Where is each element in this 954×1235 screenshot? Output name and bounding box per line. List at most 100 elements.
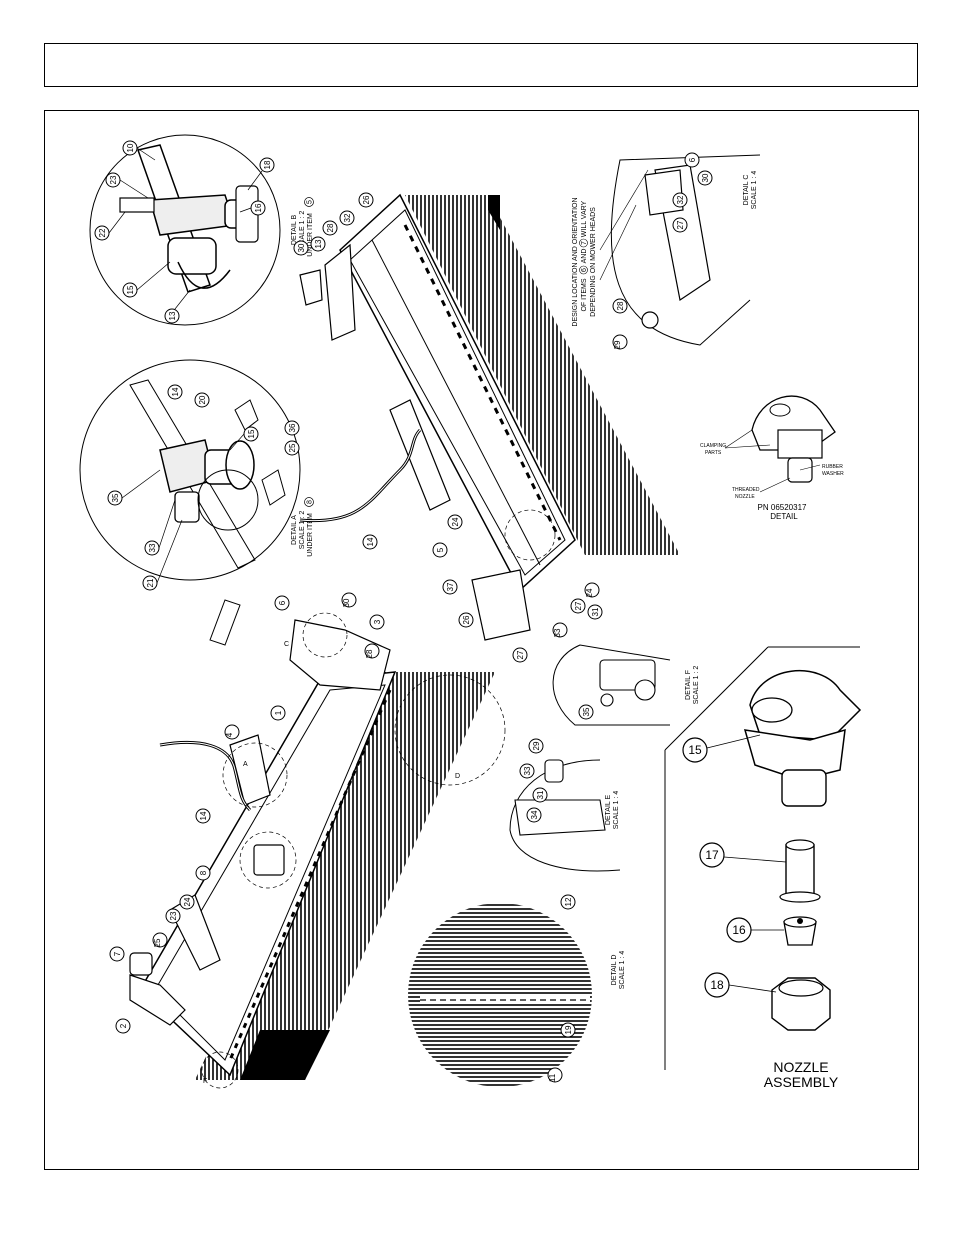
balloon-11: 11 bbox=[548, 1073, 557, 1082]
balloon-14: 14 bbox=[366, 537, 375, 546]
balloon-27: 27 bbox=[516, 650, 525, 659]
pn-number: PN 06520317 bbox=[758, 503, 807, 512]
pn-detail: CLAMPING PARTS RUBBER WASHER THREADED NO… bbox=[700, 395, 844, 521]
balloon-28: 28 bbox=[365, 649, 374, 658]
pn-label-nozzle: NOZZLE bbox=[735, 494, 755, 500]
balloon-7: 7 bbox=[113, 951, 122, 956]
detail-a-scale: SCALE 1 : 2 bbox=[299, 511, 306, 550]
lower-assembly-balloons: 6 30 3 28 1 4 14 8 7 23 25 24 2 bbox=[109, 592, 385, 1034]
design-note-item-7: 7 bbox=[581, 241, 588, 245]
balloon-1: 1 bbox=[274, 710, 283, 715]
upper-brush-assembly: 30 13 28 32 26 24 5 14 37 26 27 33 31 27… bbox=[293, 192, 680, 663]
detail-f-scale: SCALE 1 : 2 bbox=[693, 666, 700, 705]
balloon-17: 17 bbox=[705, 848, 719, 862]
upper-assembly-balloons: 30 13 28 32 26 24 5 14 37 26 27 33 31 27… bbox=[293, 192, 603, 663]
detail-a-item: 8 bbox=[307, 500, 314, 504]
detail-b-balloons: 10 23 22 16 18 15 13 bbox=[94, 140, 275, 324]
detail-a: 14 20 15 36 25 35 33 21 DETAIL A SCALE 1… bbox=[79, 359, 314, 646]
balloon-22: 22 bbox=[98, 228, 107, 237]
balloon-28: 28 bbox=[326, 223, 335, 232]
balloon-32: 32 bbox=[343, 213, 352, 222]
detail-b: 10 23 22 16 18 15 13 DETAIL B SCALE 1 : … bbox=[89, 134, 314, 326]
pn-label-clamping: CLAMPING bbox=[700, 443, 726, 449]
balloon-25: 25 bbox=[153, 938, 162, 947]
design-note-line-3: DEPENDING ON MOWER HEADS bbox=[590, 207, 597, 317]
balloon-13: 13 bbox=[168, 311, 177, 320]
balloon-32: 32 bbox=[676, 195, 685, 204]
design-note-line-2a: OF ITEMS bbox=[581, 278, 588, 311]
detail-b-scale: SCALE 1 : 2 bbox=[299, 211, 306, 250]
detail-letter-a: A bbox=[243, 761, 248, 768]
balloon-15: 15 bbox=[247, 429, 256, 438]
balloon-37: 37 bbox=[446, 582, 455, 591]
detail-letter-d: D bbox=[455, 773, 460, 780]
balloon-35: 35 bbox=[111, 493, 120, 502]
balloon-5: 5 bbox=[436, 547, 445, 552]
balloon-25: 25 bbox=[288, 443, 297, 452]
balloon-24: 24 bbox=[451, 517, 460, 526]
balloon-4: 4 bbox=[225, 732, 234, 737]
detail-letter-c: C bbox=[284, 641, 289, 648]
detail-b-title: DETAIL B bbox=[291, 214, 298, 245]
design-note: DESIGN LOCATION AND ORIENTATION OF ITEMS… bbox=[572, 197, 597, 326]
detail-e-balloons: 29 33 31 34 bbox=[519, 738, 548, 823]
balloon-33: 33 bbox=[523, 766, 532, 775]
balloon-20: 20 bbox=[198, 395, 207, 404]
detail-c-scale: SCALE 1 : 4 bbox=[751, 171, 758, 210]
detail-d: 12 19 11 DETAIL D SCALE 1 : 4 bbox=[408, 894, 626, 1087]
balloon-33: 33 bbox=[553, 628, 562, 637]
nozzle-assembly-title-line-1: NOZZLE bbox=[773, 1059, 828, 1075]
balloon-27b: 27 bbox=[574, 601, 583, 610]
balloon-34: 34 bbox=[530, 810, 539, 819]
detail-d-title: DETAIL D bbox=[611, 955, 618, 986]
balloon-14: 14 bbox=[171, 387, 180, 396]
pn-label-parts: PARTS bbox=[705, 450, 722, 456]
pn-detail-label: DETAIL bbox=[770, 512, 798, 521]
balloon-30: 30 bbox=[297, 243, 306, 252]
detail-c-balloons: 6 32 30 27 28 29 bbox=[612, 152, 713, 350]
balloon-24: 24 bbox=[183, 897, 192, 906]
design-note-line-2c: WILL VARY bbox=[581, 200, 588, 237]
balloon-27: 27 bbox=[676, 220, 685, 229]
nozzle-assembly: 15 17 16 18 NOZZLE ASSEMBLY bbox=[664, 646, 862, 1090]
balloon-33: 33 bbox=[148, 543, 157, 552]
balloon-6: 6 bbox=[278, 600, 287, 605]
detail-b-note: UNDER ITEM bbox=[307, 213, 314, 257]
pn-label-rubber: RUBBER bbox=[822, 464, 843, 470]
balloon-16: 16 bbox=[732, 923, 746, 937]
balloon-16: 16 bbox=[254, 203, 263, 212]
balloon-23: 23 bbox=[169, 911, 178, 920]
detail-f: 35 DETAIL F SCALE 1 : 2 bbox=[552, 644, 700, 726]
detail-a-title: DETAIL A bbox=[291, 515, 298, 545]
design-note-item-6: 6 bbox=[581, 268, 588, 272]
balloon-35: 35 bbox=[582, 707, 591, 716]
balloon-15: 15 bbox=[126, 285, 135, 294]
balloon-26b: 26 bbox=[462, 615, 471, 624]
balloon-8: 8 bbox=[199, 870, 208, 875]
detail-f-title: DETAIL F bbox=[685, 670, 692, 700]
balloon-28: 28 bbox=[616, 301, 625, 310]
detail-c: 6 32 30 27 28 29 DETAIL C SCALE 1 : 4 bbox=[610, 152, 761, 350]
detail-a-note: UNDER ITEM bbox=[307, 513, 314, 557]
balloon-21: 21 bbox=[146, 578, 155, 587]
balloon-26: 26 bbox=[362, 195, 371, 204]
balloon-24b: 24 bbox=[585, 588, 594, 597]
detail-e-title: DETAIL E bbox=[605, 794, 612, 825]
header-box bbox=[44, 43, 918, 87]
pn-label-threaded: THREADED bbox=[732, 487, 760, 493]
balloon-18: 18 bbox=[710, 978, 724, 992]
balloon-30: 30 bbox=[342, 598, 351, 607]
balloon-10: 10 bbox=[126, 143, 135, 152]
lower-brush-assembly: 6 30 3 28 1 4 14 8 7 23 25 24 2 A C D F bbox=[109, 592, 506, 1089]
balloon-6: 6 bbox=[688, 157, 697, 162]
balloon-18: 18 bbox=[263, 160, 272, 169]
drawing-frame bbox=[44, 110, 919, 1170]
design-note-line-2b: AND bbox=[581, 249, 588, 264]
detail-c-title: DETAIL C bbox=[743, 175, 750, 206]
balloon-31: 31 bbox=[591, 607, 600, 616]
balloon-15: 15 bbox=[688, 743, 702, 757]
balloon-13: 13 bbox=[314, 239, 323, 248]
balloon-23: 23 bbox=[109, 175, 118, 184]
design-note-line-1: DESIGN LOCATION AND ORIENTATION bbox=[572, 197, 579, 326]
